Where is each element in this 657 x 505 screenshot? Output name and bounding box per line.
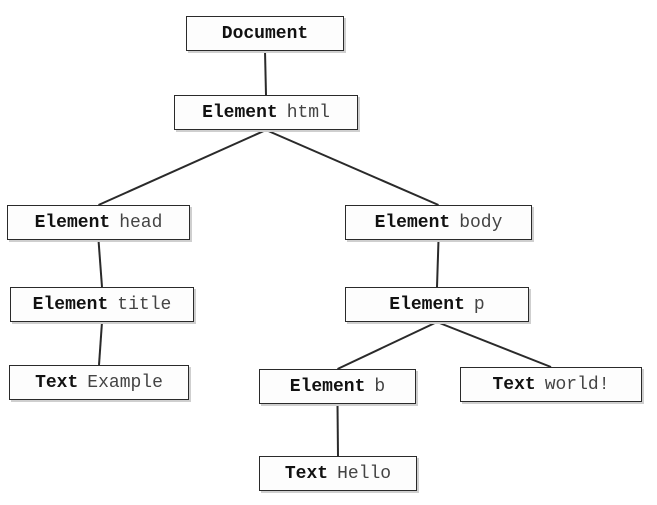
node-type-label: Element <box>374 212 451 233</box>
node-value-label: html <box>286 102 330 123</box>
node-value-label: title <box>117 294 172 315</box>
node-element-b: Element b <box>259 369 416 404</box>
node-value-label: body <box>459 212 503 233</box>
edge-p-to-b <box>337 321 438 370</box>
node-element-body: Element body <box>345 205 532 240</box>
edge-body-to-p <box>436 239 440 288</box>
node-type-label: Document <box>221 23 309 44</box>
node-type-label: Element <box>34 212 111 233</box>
node-text-example: Text Example <box>9 365 189 400</box>
node-type-label: Text <box>492 374 536 395</box>
node-value-label: head <box>119 212 163 233</box>
node-text-world: Text world! <box>460 367 642 402</box>
node-element-p: Element p <box>345 287 529 322</box>
edge-html-to-head <box>98 129 267 206</box>
node-element-title: Element title <box>10 287 194 322</box>
node-text-hello: Text Hello <box>259 456 417 491</box>
edge-title-to-text-example <box>98 321 103 366</box>
node-type-label: Text <box>35 372 79 393</box>
node-value-label: b <box>374 376 386 397</box>
edge-b-to-text-hello <box>336 403 339 457</box>
edge-html-to-body <box>265 129 439 206</box>
edge-p-to-text-world <box>436 321 552 368</box>
node-type-label: Text <box>284 463 329 484</box>
node-element-head: Element head <box>7 205 190 240</box>
node-value-label: p <box>473 294 485 315</box>
node-document: Document <box>186 16 344 51</box>
edge-document-to-html <box>264 50 267 96</box>
node-type-label: Element <box>289 376 366 397</box>
node-value-label: Hello <box>337 463 392 484</box>
edge-head-to-title <box>97 239 103 288</box>
node-type-label: Element <box>389 294 465 315</box>
node-type-label: Element <box>32 294 109 315</box>
node-value-label: Example <box>87 372 163 393</box>
node-type-label: Element <box>202 102 278 123</box>
node-value-label: world! <box>544 374 610 395</box>
node-element-html: Element html <box>174 95 358 130</box>
